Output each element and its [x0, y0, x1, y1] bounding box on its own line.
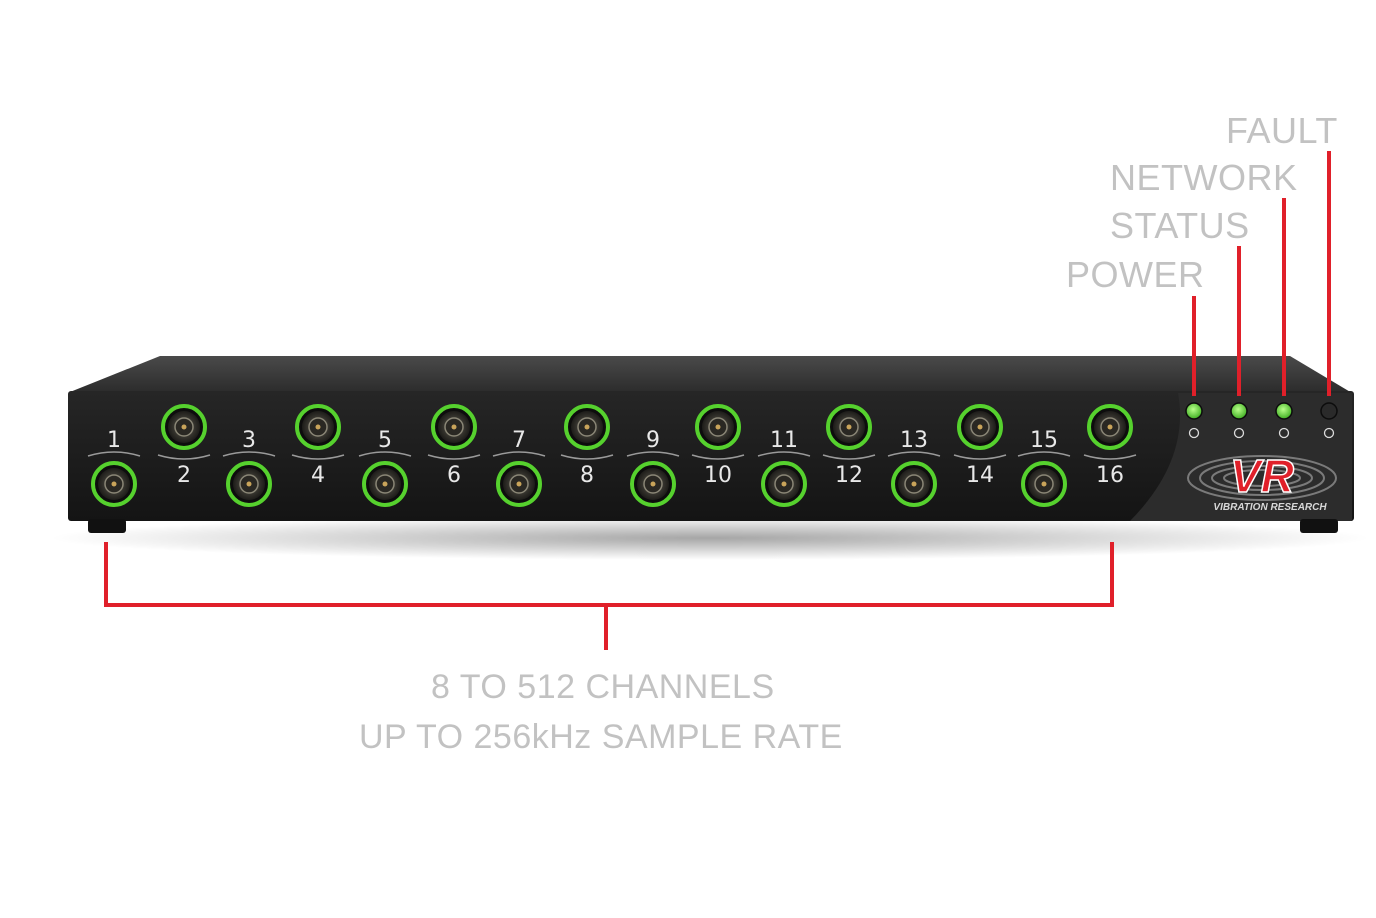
- channel-number-6: 6: [447, 463, 461, 488]
- device-shadow: [50, 516, 1370, 560]
- channel-number-8: 8: [580, 463, 594, 488]
- led-power: [1185, 402, 1203, 420]
- status-icon: [1233, 427, 1245, 439]
- channel-number-11: 11: [770, 428, 798, 453]
- bnc-connector-channel-4: [295, 404, 341, 450]
- fault-icon: [1323, 427, 1335, 439]
- bnc-connector-channel-12: [826, 404, 872, 450]
- bnc-connector-channel-15: [1021, 461, 1067, 507]
- connector-arc: [358, 451, 412, 457]
- bnc-connector-channel-10: [695, 404, 741, 450]
- label-network: NETWORK: [1110, 157, 1298, 198]
- spec-sample-rate: UP TO 256kHz SAMPLE RATE: [359, 718, 843, 756]
- bnc-connector-channel-3: [226, 461, 272, 507]
- chassis-top: [70, 356, 1352, 393]
- bnc-connector-channel-6: [431, 404, 477, 450]
- indicator-leds: [1185, 402, 1338, 439]
- connector-arc: [757, 451, 811, 457]
- bnc-connector-channel-14: [957, 404, 1003, 450]
- connector-arc: [222, 451, 276, 457]
- led-status: [1230, 402, 1248, 420]
- channel-number-9: 9: [646, 428, 660, 453]
- logo-mark: VR: [1230, 450, 1294, 502]
- connector-arc: [822, 454, 876, 460]
- label-status: STATUS: [1110, 205, 1250, 246]
- connector-arc: [291, 454, 345, 460]
- vibration-research-logo: VR VIBRATION RESEARCH: [1187, 449, 1337, 513]
- bnc-connector-channel-7: [496, 461, 542, 507]
- logo-name: VIBRATION RESEARCH: [1213, 502, 1327, 513]
- connector-arc: [492, 451, 546, 457]
- foot-left: [88, 519, 126, 533]
- led-fault: [1320, 402, 1338, 420]
- channel-number-10: 10: [704, 463, 732, 488]
- channel-number-5: 5: [378, 428, 392, 453]
- connector-arc: [691, 454, 745, 460]
- power-icon: [1188, 427, 1200, 439]
- channel-number-7: 7: [512, 428, 526, 453]
- led-network: [1275, 402, 1293, 420]
- connector-arc: [157, 454, 211, 460]
- channel-number-4: 4: [311, 463, 325, 488]
- connector-arc: [887, 451, 941, 457]
- bnc-connector-channel-16: [1087, 404, 1133, 450]
- channel-number-1: 1: [107, 428, 121, 453]
- spec-channels: 8 TO 512 CHANNELS: [431, 668, 775, 706]
- bnc-connector-channel-5: [362, 461, 408, 507]
- bnc-connector-channel-2: [161, 404, 207, 450]
- label-power: POWER: [1066, 254, 1205, 295]
- connector-arc: [87, 451, 141, 457]
- connector-arc: [1017, 451, 1071, 457]
- channel-number-12: 12: [835, 463, 863, 488]
- callout-lines: [104, 151, 1331, 650]
- label-fault: FAULT: [1226, 110, 1338, 151]
- channels-bracket: [104, 542, 1114, 607]
- connector-arc: [427, 454, 481, 460]
- foot-right: [1300, 519, 1338, 533]
- channel-number-13: 13: [900, 428, 928, 453]
- network-icon: [1278, 427, 1290, 439]
- connector-arc: [953, 454, 1007, 460]
- bnc-connector-channel-13: [891, 461, 937, 507]
- channel-number-16: 16: [1096, 463, 1124, 488]
- bnc-connector-channel-9: [630, 461, 676, 507]
- bnc-connector-channel-11: [761, 461, 807, 507]
- bnc-connector-channel-8: [564, 404, 610, 450]
- connector-arc: [560, 454, 614, 460]
- channel-number-2: 2: [177, 463, 191, 488]
- connector-arc: [626, 451, 680, 457]
- connector-arc: [1083, 454, 1137, 460]
- bnc-connector-channel-1: [91, 461, 137, 507]
- channel-number-14: 14: [966, 463, 994, 488]
- channel-number-15: 15: [1030, 428, 1058, 453]
- channel-number-3: 3: [242, 428, 256, 453]
